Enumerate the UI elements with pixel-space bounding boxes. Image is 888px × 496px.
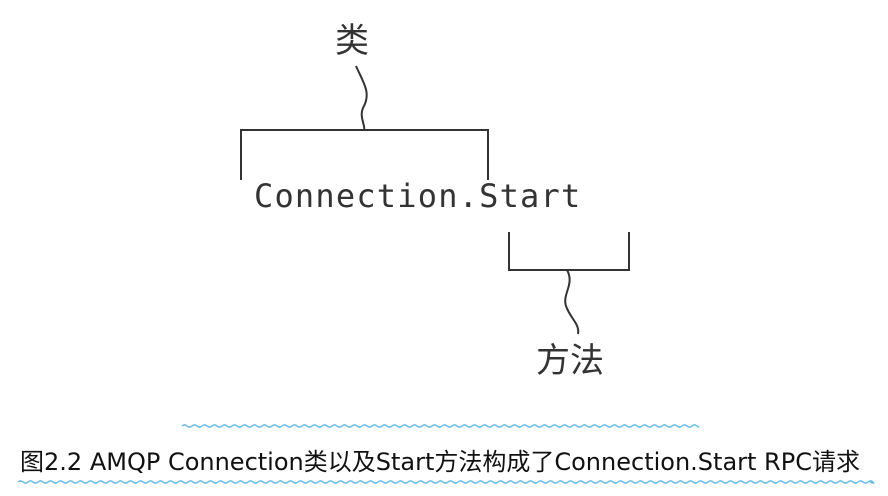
class-bracket <box>240 129 489 180</box>
expression-separator: . <box>459 177 479 215</box>
class-connector-line <box>355 65 368 131</box>
expression-method-part: Start <box>479 177 581 215</box>
method-label: 方法 <box>536 341 604 381</box>
figure-caption: 图2.2 AMQP Connection类以及Start方法构成了Connect… <box>20 448 860 476</box>
method-bracket <box>508 232 630 271</box>
rpc-expression: Connection.Start <box>254 177 581 215</box>
expression-class-part: Connection <box>254 177 459 215</box>
wavy-rule-bottom <box>17 480 875 484</box>
wavy-rule-top <box>181 424 700 428</box>
class-label: 类 <box>335 21 369 61</box>
method-connector-line <box>564 269 580 335</box>
